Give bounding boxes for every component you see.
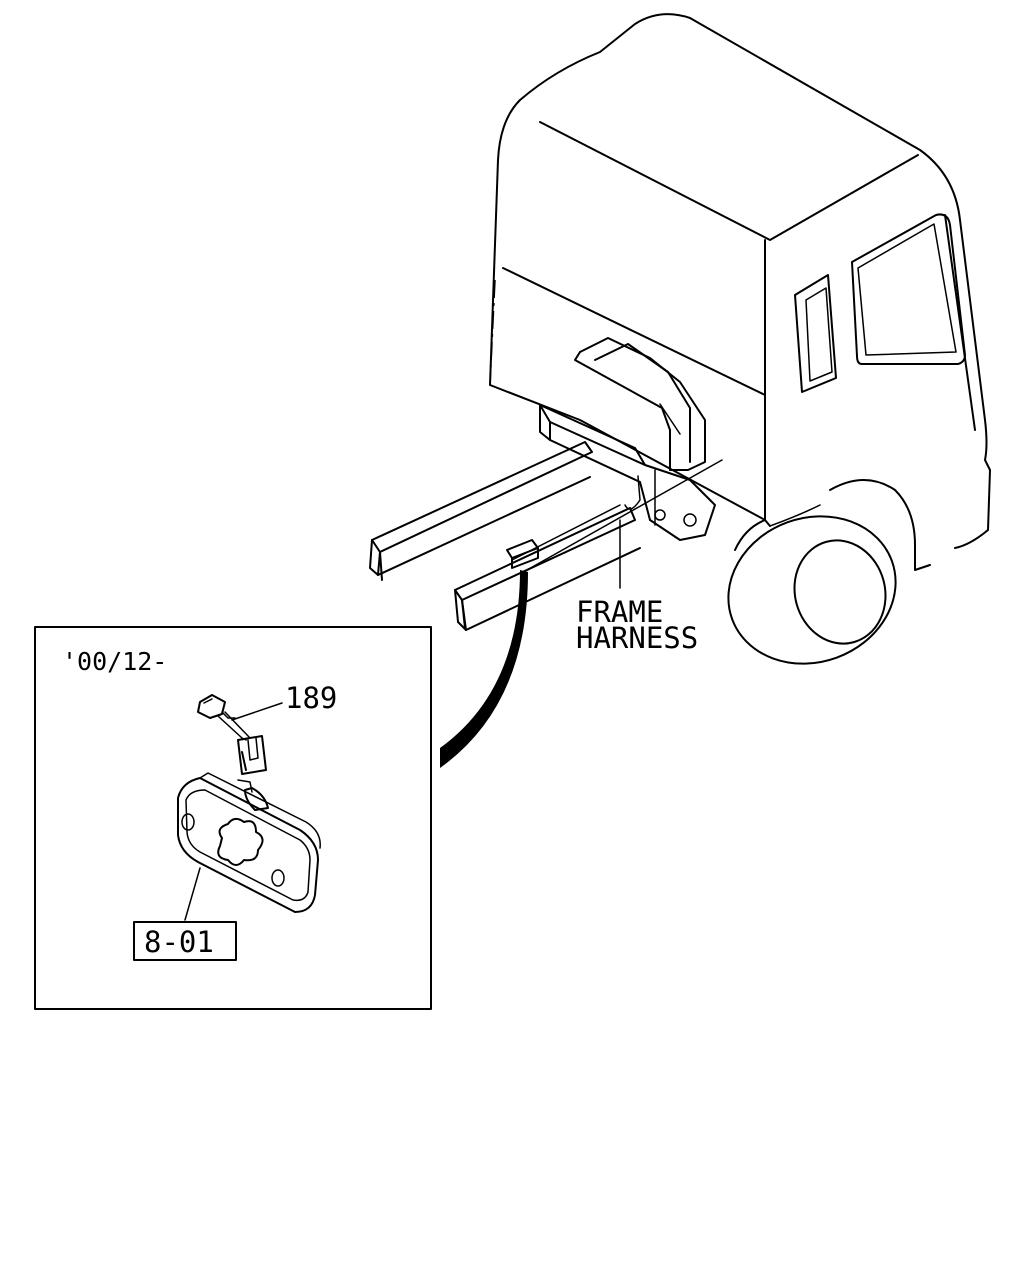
- chassis-frame: [369, 404, 723, 631]
- part-number-189: 189: [285, 681, 337, 715]
- marker-lamp: [177, 772, 321, 913]
- frame-harness-label-2: HARNESS: [576, 621, 698, 655]
- frame-harness-label-1: FRAME: [576, 595, 663, 629]
- detail-inset-box: [34, 626, 432, 1010]
- date-code-label: '00/12-: [62, 647, 167, 676]
- callout-wedge: [440, 570, 528, 768]
- part-801-leader: [184, 867, 201, 921]
- part-ref-8-01: 8-01: [144, 925, 214, 959]
- truck-cab: [489, 13, 991, 665]
- part-189-leader: [231, 702, 283, 721]
- bulb-socket-part-189: [197, 694, 269, 811]
- part-ref-box: [133, 921, 237, 961]
